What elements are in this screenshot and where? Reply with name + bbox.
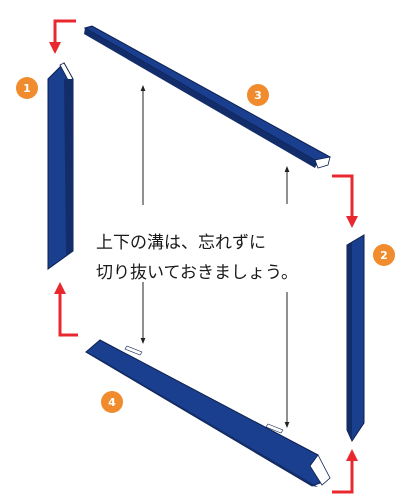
badge-4-label: 4 bbox=[108, 396, 116, 409]
frame-bar-3 bbox=[83, 25, 332, 169]
arrow-3-to-1 bbox=[49, 19, 76, 54]
arrow-4-to-2 bbox=[332, 449, 358, 494]
arrow-3-to-2 bbox=[332, 174, 358, 228]
assembly-arrows bbox=[49, 19, 358, 494]
guide-arrows bbox=[140, 85, 290, 428]
badge-4: 4 bbox=[101, 391, 123, 413]
badge-3-label: 3 bbox=[254, 89, 262, 102]
badge-1: 1 bbox=[16, 77, 38, 99]
frame-bar-1 bbox=[47, 62, 74, 270]
badge-1-label: 1 bbox=[23, 82, 31, 95]
badge-2-label: 2 bbox=[380, 249, 388, 262]
caption: 上下の溝は、忘れずに 切り抜いておきましょう。 bbox=[96, 233, 298, 283]
arrow-4-to-1 bbox=[54, 282, 78, 337]
frame-bar-2 bbox=[346, 234, 365, 443]
badge-2: 2 bbox=[373, 244, 395, 266]
frame-bar-4 bbox=[85, 339, 331, 487]
caption-line-1: 上下の溝は、忘れずに bbox=[96, 233, 266, 253]
badge-3: 3 bbox=[247, 84, 269, 106]
caption-line-2: 切り抜いておきましょう。 bbox=[96, 263, 298, 283]
